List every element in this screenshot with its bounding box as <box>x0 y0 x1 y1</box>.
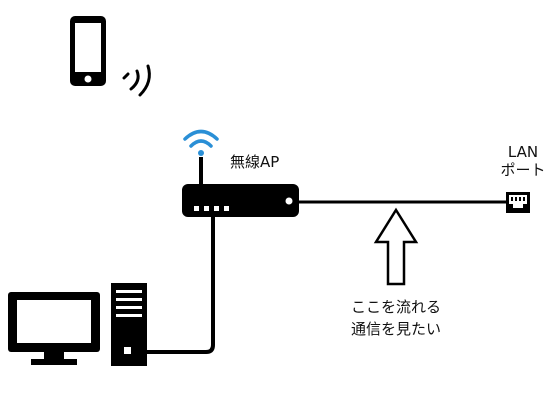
monitor-icon <box>8 292 100 365</box>
wifi-icon <box>183 129 219 156</box>
router-icon <box>182 157 299 217</box>
signal-waves-icon <box>122 64 151 97</box>
smartphone-icon <box>70 16 106 86</box>
router-label: 無線AP <box>230 153 280 171</box>
lan-port-icon <box>506 192 530 213</box>
arrow-up-icon <box>373 207 419 286</box>
traffic-note-line1: ここを流れる <box>350 298 441 316</box>
router-to-pc-cable <box>147 217 215 354</box>
lan-port-label-line1: LAN <box>507 143 539 161</box>
lan-port-label-line2: ポート <box>500 161 546 179</box>
traffic-note-line2: 通信を見たい <box>350 320 441 338</box>
lan-port-label: LAN ポート <box>493 143 553 179</box>
traffic-note: ここを流れる 通信を見たい <box>336 296 456 340</box>
pc-tower-icon <box>111 283 147 366</box>
